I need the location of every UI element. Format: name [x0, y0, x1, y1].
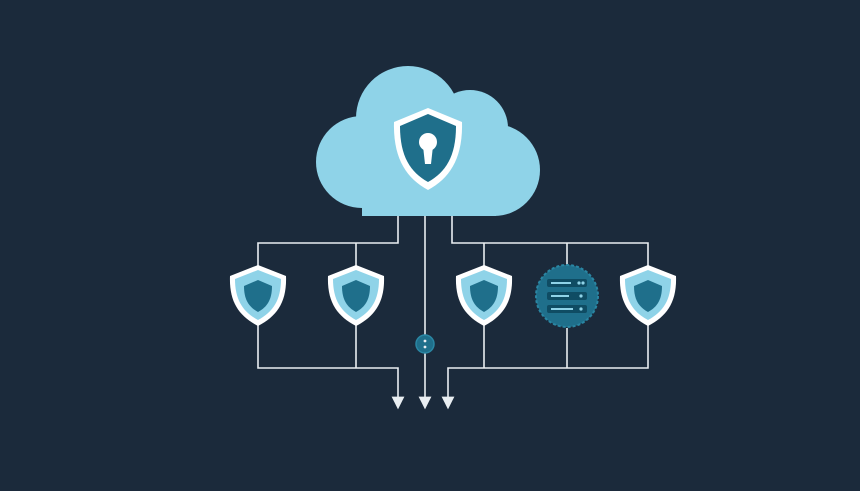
shield-icon	[229, 265, 287, 326]
info-dot-icon	[423, 339, 427, 349]
arrow-down-icon	[444, 400, 452, 407]
shield-4	[619, 265, 677, 326]
output-arrows	[394, 400, 452, 407]
connector-right-bus	[441, 322, 649, 410]
keyhole-shield-icon	[393, 108, 463, 190]
arrow-down-icon	[394, 400, 402, 407]
shield-2	[327, 265, 385, 326]
cloud	[316, 66, 540, 216]
connector-cloud-to-shield-4	[451, 215, 649, 266]
shield-icon	[327, 265, 385, 326]
connector-lines	[257, 215, 649, 410]
server-badge	[535, 264, 599, 328]
shield-3	[455, 265, 513, 326]
junction-node	[415, 334, 435, 354]
arrow-down-icon	[421, 400, 429, 407]
shield-icon	[455, 265, 513, 326]
connector-cloud-to-shield-1	[257, 215, 399, 266]
connector-left-bus	[257, 322, 405, 410]
server-icon	[547, 279, 587, 313]
shield-1	[229, 265, 287, 326]
shield-icon	[619, 265, 677, 326]
